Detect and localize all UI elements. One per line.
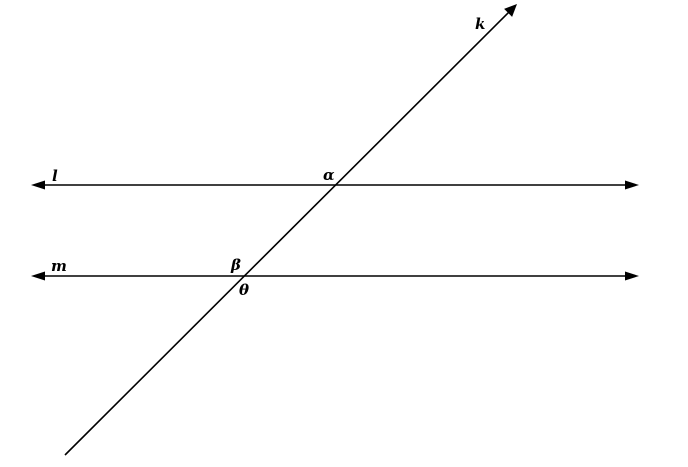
line-k (64, 4, 517, 456)
line-k-label: k (475, 15, 485, 33)
angle-alpha-label: α (323, 166, 335, 184)
line-k-arrowhead (504, 4, 517, 17)
angle-beta-label: β (230, 256, 241, 274)
line-l-label: l (52, 167, 58, 185)
line-m-label: m (51, 257, 67, 275)
line-m (31, 271, 639, 281)
line-m-left-arrowhead (31, 271, 45, 281)
line-l-left-arrowhead (31, 180, 45, 190)
angle-theta-label: θ (239, 281, 249, 299)
line-m-right-arrowhead (625, 271, 639, 281)
line-l-right-arrowhead (625, 180, 639, 190)
